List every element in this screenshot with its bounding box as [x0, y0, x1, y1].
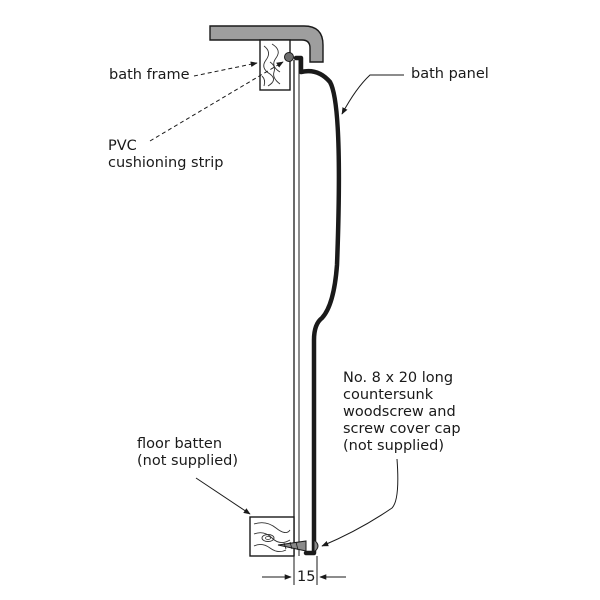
bath-panel-profile: [293, 55, 342, 556]
label-woodscrew-line-2: countersunk: [343, 387, 434, 403]
label-pvc-cushioning-strip: PVC cushioning strip: [108, 138, 223, 172]
label-floor-batten: floor batten (not supplied): [137, 436, 238, 470]
label-floor-batten-line-2: (not supplied): [137, 453, 239, 469]
pvc-cushioning-strip: [284, 52, 294, 62]
screw-cover-cap: [313, 538, 319, 554]
floor-batten-leader: [195, 477, 251, 515]
label-bath-frame: bath frame: [109, 67, 190, 83]
label-woodscrew-line-5: (not supplied): [343, 438, 445, 454]
label-pvc-line-2: cushioning strip: [108, 155, 224, 171]
pvc-strip-leader: [149, 61, 284, 142]
woodscrew: [277, 538, 319, 554]
woodscrew-leader: [321, 458, 399, 547]
label-woodscrew-line-4: screw cover cap: [343, 421, 461, 437]
bath-frame-block: [259, 39, 291, 91]
label-woodscrew-line-3: woodscrew and: [343, 404, 456, 420]
vertical-support: [293, 60, 300, 556]
label-woodscrew-line-1: No. 8 x 20 long: [343, 370, 454, 386]
label-pvc-line-1: PVC: [108, 138, 137, 154]
dimension-15: [262, 556, 346, 585]
bath-rim: [209, 25, 324, 63]
label-bath-panel: bath panel: [411, 66, 489, 82]
label-floor-batten-line-1: floor batten: [137, 436, 223, 452]
label-dimension-15: 15: [297, 569, 316, 585]
floor-batten-block: [249, 516, 295, 557]
bath-panel-leader: [341, 74, 404, 115]
bath-frame-leader: [193, 61, 258, 77]
label-woodscrew: No. 8 x 20 long countersunk woodscrew an…: [343, 370, 461, 455]
